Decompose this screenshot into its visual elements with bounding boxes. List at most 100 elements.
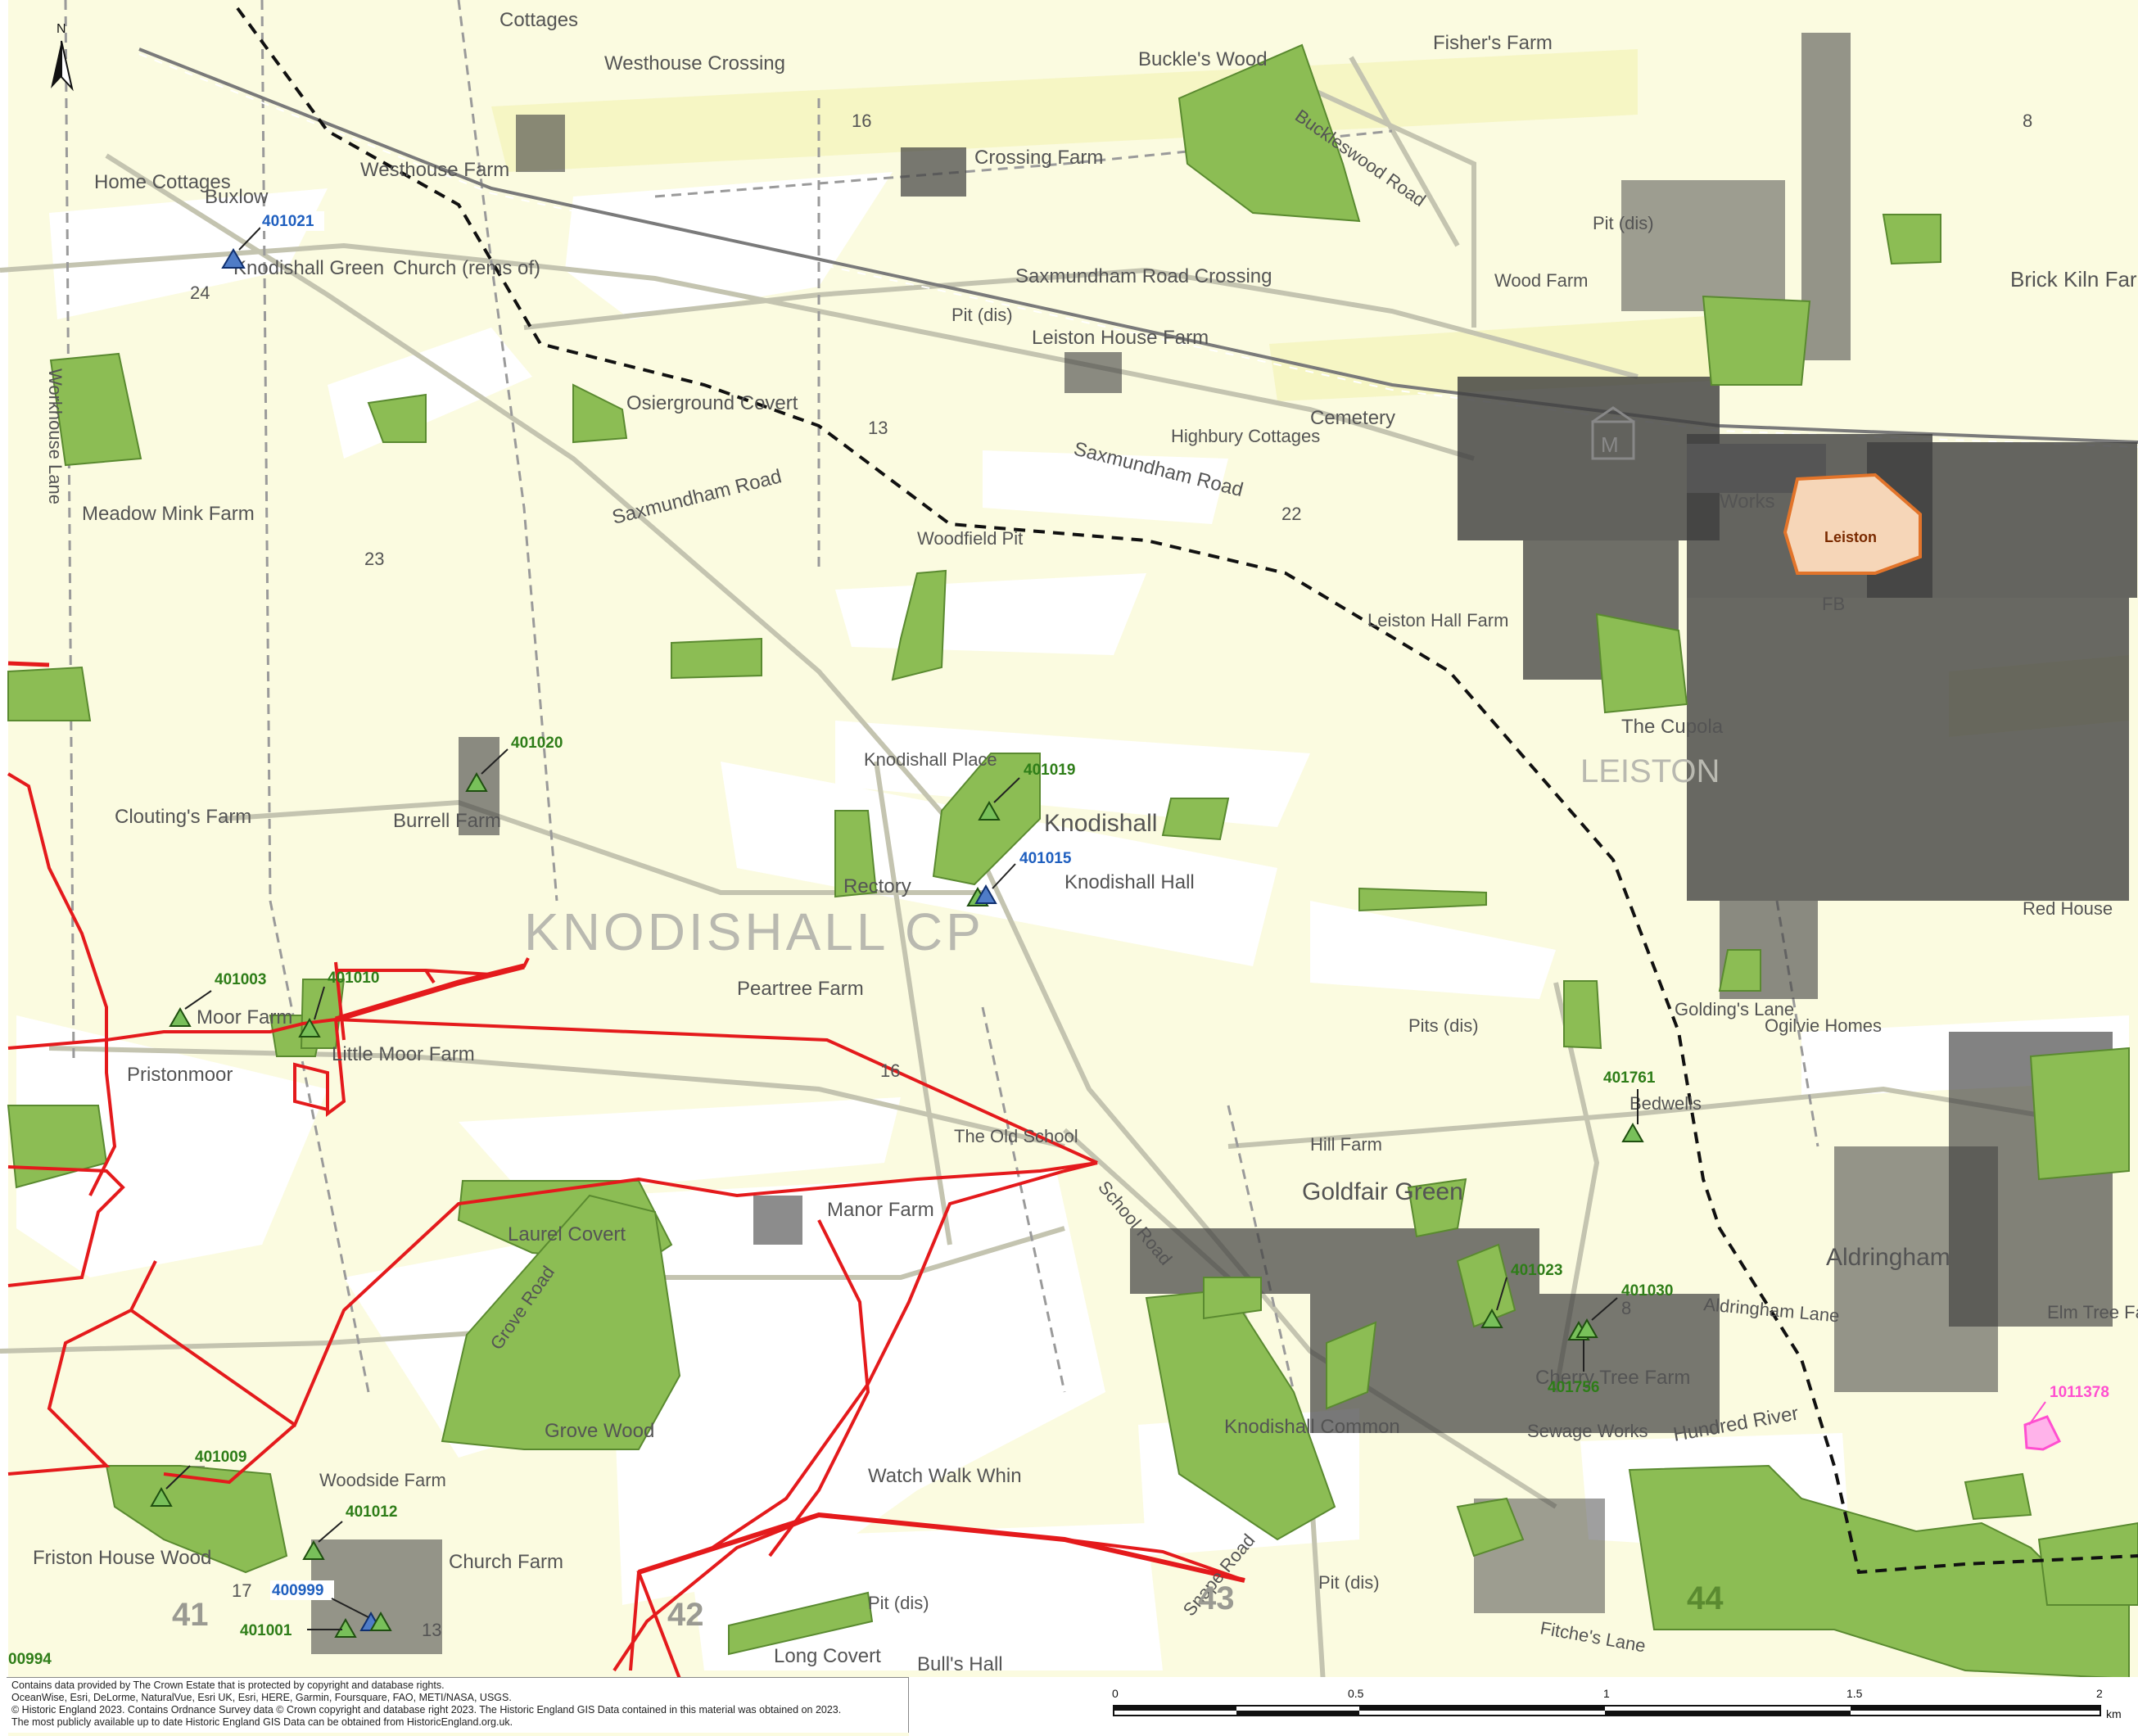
place-label: Church Farm: [449, 1551, 563, 1573]
spot-height: 17: [232, 1580, 251, 1601]
map-left-margin: [0, 0, 8, 1736]
listed-building-marker[interactable]: [978, 800, 1001, 821]
place-label: Knodishall: [1044, 810, 1157, 837]
listed-building-marker[interactable]: [298, 1017, 321, 1038]
credit-line: © Historic England 2023. Contains Ordnan…: [11, 1704, 842, 1716]
place-label: Cottages: [499, 9, 578, 31]
place-label: Buckle's Wood: [1138, 48, 1268, 70]
place-label: Westhouse Farm: [360, 159, 509, 181]
place-label: Crossing Farm: [974, 147, 1103, 169]
place-label: Works: [1720, 491, 1775, 513]
place-label: Pit (dis): [868, 1593, 929, 1613]
place-label: Westhouse Crossing: [604, 52, 785, 75]
monument-id: 00994: [8, 1651, 52, 1668]
monument-markers[interactable]: 401021 401020 401019 401015 401003 40101…: [8, 211, 2109, 1668]
spot-height: 22: [1281, 504, 1301, 524]
place-label: Pit (dis): [1593, 213, 1654, 233]
place-label: Burrell Farm: [393, 810, 501, 832]
monument-id: 401756: [1548, 1379, 1599, 1396]
listed-building-marker[interactable]: [334, 1617, 357, 1638]
place-label: Sewage Works: [1527, 1421, 1648, 1441]
monument-id: 401023: [1511, 1262, 1562, 1279]
spot-height: 24: [190, 283, 210, 303]
spot-height: 8: [2023, 111, 2032, 131]
monument-id: 401019: [1024, 762, 1075, 779]
monument-id: 401012: [346, 1503, 397, 1521]
place-label: Bull's Hall: [917, 1653, 1003, 1675]
grid-number: 43: [1198, 1580, 1235, 1616]
place-label: Elm Tree Farm: [2047, 1302, 2138, 1322]
listed-building-marker[interactable]: [1621, 1122, 1644, 1142]
listed-building-marker[interactable]: [221, 248, 246, 269]
credit-line: The most publicly available up to date H…: [11, 1716, 513, 1728]
scale-bar: 0 0.5 1 1.5 2 km: [909, 1677, 2138, 1736]
scale-tick-label: 1: [1603, 1687, 1610, 1700]
grid-number: 42: [667, 1597, 704, 1633]
grid-number: 41: [172, 1597, 209, 1633]
parish-label: KNODISHALL CP: [524, 902, 984, 961]
scheduled-monument-area[interactable]: [2023, 1415, 2062, 1451]
place-label: Red House: [2023, 898, 2113, 919]
place-label: Cemetery: [1310, 407, 1395, 429]
place-label: LEISTON: [1580, 753, 1720, 789]
monument-id: 401010: [328, 970, 379, 987]
monument-id: 401015: [1019, 850, 1072, 867]
north-label: N: [57, 22, 66, 36]
buildings: [164, 33, 2137, 1654]
monument-id: 401001: [240, 1622, 292, 1639]
monument-id: 1011378: [2050, 1384, 2109, 1401]
railway: [138, 47, 2138, 444]
place-label: Knodishall Place: [864, 749, 997, 770]
place-label: Rectory: [843, 875, 911, 897]
conservation-area-leiston[interactable]: [1783, 472, 1922, 575]
listed-building-marker[interactable]: [369, 1611, 392, 1631]
place-label: Woodfield Pit: [917, 528, 1023, 549]
listed-building-marker[interactable]: [974, 884, 997, 904]
place-label: Manor Farm: [827, 1199, 934, 1221]
place-label: Saxmundham Road Crossing: [1015, 265, 1272, 287]
red-boundary-thick: [334, 963, 525, 1023]
spot-heights: 24 16 13 23 22 16 8 17 13 8: [190, 111, 2032, 1640]
listed-building-marker[interactable]: [302, 1539, 325, 1560]
place-label: Knodishall Common: [1224, 1416, 1400, 1438]
place-label: Aldringham: [1826, 1244, 1950, 1271]
place-label: Little Moor Farm: [332, 1043, 475, 1065]
place-label: Knodishall Hall: [1064, 871, 1195, 893]
monument-id: 401761: [1603, 1069, 1656, 1087]
grid-number: 44: [1687, 1580, 1724, 1616]
place-label: Wood Farm: [1494, 270, 1589, 291]
place-label: Peartree Farm: [737, 978, 864, 1000]
place-label: Hill Farm: [1310, 1134, 1382, 1155]
grid-numbers: 41 42 43 44: [172, 1580, 1724, 1633]
spot-height: 16: [852, 111, 871, 131]
listed-building-marker[interactable]: [169, 1006, 192, 1027]
place-label: Home Cottages: [94, 171, 231, 193]
place-label: Buxlow: [205, 186, 269, 208]
place-label: Knodishall Green: [233, 257, 384, 279]
place-label: Ogilvie Homes: [1765, 1015, 1882, 1036]
place-label: Osierground Covert: [626, 392, 798, 414]
place-label: Friston House Wood: [33, 1547, 211, 1569]
woodland: [7, 43, 2138, 1680]
place-label: FB: [1822, 594, 1845, 614]
scale-tick-label: 1.5: [1846, 1687, 1863, 1700]
museum-icon: M: [1591, 406, 1635, 460]
listed-building-marker[interactable]: [1575, 1318, 1598, 1338]
place-label: Pristonmoor: [127, 1064, 233, 1086]
place-label: Pit (dis): [951, 305, 1013, 325]
listed-building-marker[interactable]: [150, 1486, 173, 1507]
red-boundary-thick-south: [638, 1512, 1245, 1583]
place-label: Golding's Lane: [1675, 999, 1794, 1019]
place-label: Highbury Cottages: [1171, 426, 1320, 446]
credit-line: Contains data provided by The Crown Esta…: [11, 1679, 445, 1691]
place-label: Pit (dis): [1318, 1572, 1380, 1593]
monument-id: 400999: [272, 1582, 323, 1599]
place-label: Goldfair Green: [1302, 1178, 1463, 1205]
monument-id: 401009: [195, 1449, 246, 1466]
listed-building-marker[interactable]: [465, 771, 488, 792]
listed-building-marker[interactable]: [1480, 1308, 1503, 1328]
monument-id: 401003: [215, 971, 266, 988]
scale-tick-label: 2: [2096, 1687, 2103, 1700]
place-label: Fisher's Farm: [1433, 32, 1553, 54]
